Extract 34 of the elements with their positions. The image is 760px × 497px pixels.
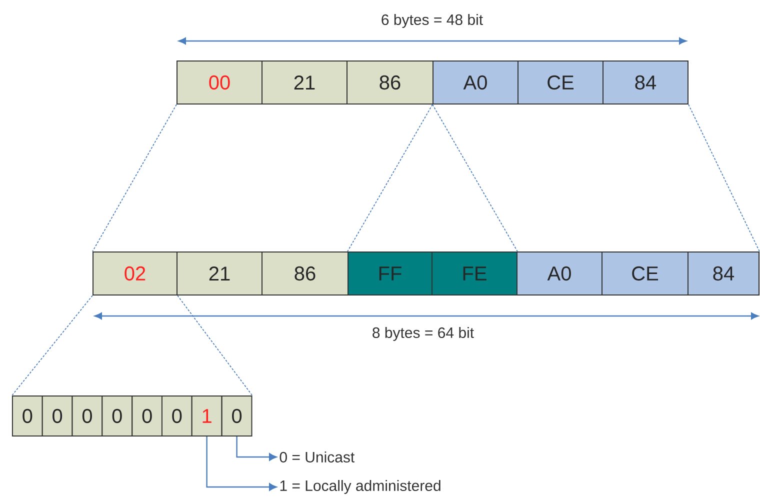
- byte-cell: 86: [262, 252, 348, 296]
- byte-cell: A0: [516, 252, 602, 296]
- bit-cell: 1: [191, 396, 222, 436]
- byte-cell: A0: [432, 60, 518, 104]
- byte-cell: 21: [176, 252, 262, 296]
- dimension-label: 8 bytes = 64 bit: [372, 327, 474, 341]
- note-text: 0 = Unicast: [280, 451, 355, 462]
- dashed-line: [12, 295, 93, 396]
- dashed-line: [92, 104, 177, 252]
- byte-cell: 84: [688, 252, 760, 296]
- byte-cell: 21: [262, 60, 348, 104]
- byte-cell: 02: [92, 252, 178, 296]
- bit-cell: 0: [161, 396, 192, 436]
- bit-cell: 0: [102, 396, 133, 436]
- byte-cell: 84: [602, 60, 688, 104]
- byte-cell: FE: [432, 252, 518, 296]
- dimension-label: 6 bytes = 48 bit: [382, 14, 483, 28]
- byte-cell: CE: [518, 60, 604, 104]
- arrow: [236, 436, 277, 461]
- byte-cell: 00: [176, 60, 262, 104]
- dashed-line: [347, 104, 433, 252]
- bit-cell: 0: [72, 396, 103, 436]
- bit-cell: 0: [132, 396, 163, 436]
- bit-cell: 0: [221, 396, 252, 436]
- dashed-line: [688, 104, 760, 252]
- dashed-line: [432, 104, 518, 252]
- dashed-line: [177, 295, 253, 396]
- byte-cell: 86: [346, 60, 434, 104]
- arrow: [206, 436, 277, 491]
- bit-cell: 0: [12, 396, 43, 436]
- note-text: 1 = Locally administered: [280, 480, 440, 494]
- byte-cell: CE: [602, 252, 688, 296]
- bit-cell: 0: [42, 396, 73, 436]
- byte-cell: FF: [348, 252, 432, 296]
